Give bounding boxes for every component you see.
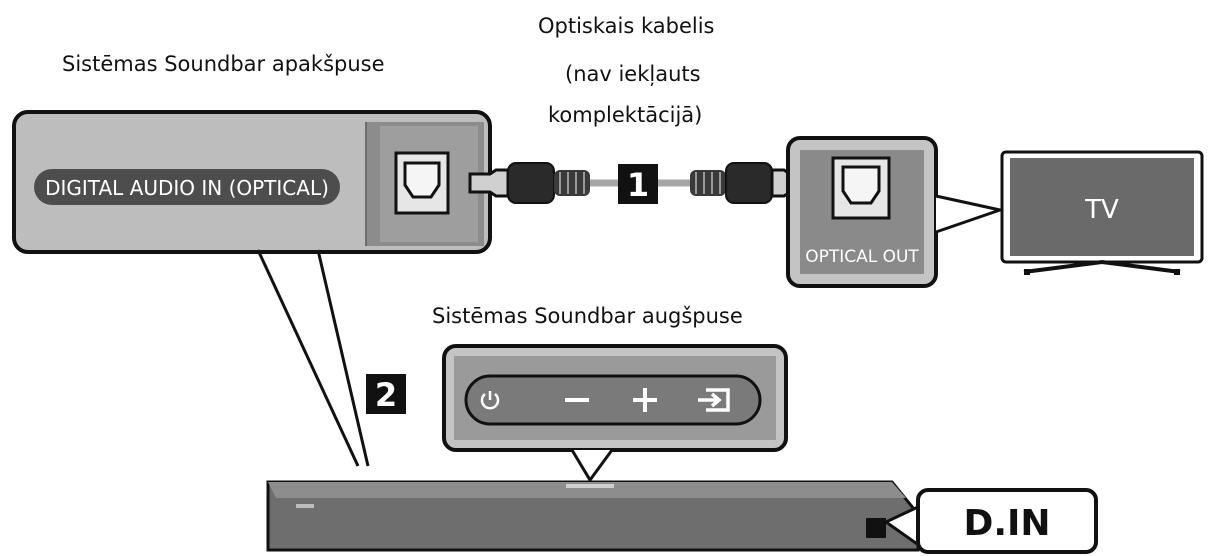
- display-callout: D.IN: [883, 488, 1098, 554]
- optical-out-label: OPTICAL OUT: [805, 247, 919, 267]
- step-1-badge: 1: [618, 164, 658, 204]
- display-text: D.IN: [963, 503, 1050, 544]
- soundbar-bottom-caption: Sistēmas Soundbar apakšpuse: [62, 52, 385, 76]
- step-2-badge: 2: [366, 374, 406, 414]
- power-button[interactable]: [480, 391, 500, 410]
- port-label: DIGITAL AUDIO IN (OPTICAL): [45, 176, 329, 200]
- cable-caption-line1: Optiskais kabelis: [538, 14, 715, 38]
- tv-label: TV: [1084, 195, 1119, 225]
- optical-out-jack: [831, 156, 891, 220]
- soundbar-top-panel: [442, 344, 788, 452]
- cable-caption-line2: (nav iekļauts: [565, 62, 701, 86]
- svg-text:1: 1: [627, 166, 649, 204]
- svg-text:2: 2: [375, 376, 397, 414]
- soundbar-illustration: [266, 480, 920, 552]
- volume-up-button[interactable]: [633, 388, 657, 412]
- soundbar-bottom-panel: DIGITAL AUDIO IN (OPTICAL): [12, 110, 492, 254]
- soundbar-top-caption: Sistēmas Soundbar augšpuse: [432, 304, 743, 328]
- input-source-button[interactable]: [698, 388, 730, 412]
- cable-caption-line3: komplektācijā): [548, 103, 703, 127]
- tv-illustration: TV: [1000, 150, 1204, 275]
- tv-optical-out-panel: OPTICAL OUT: [786, 136, 938, 288]
- optical-in-jack: [394, 151, 450, 215]
